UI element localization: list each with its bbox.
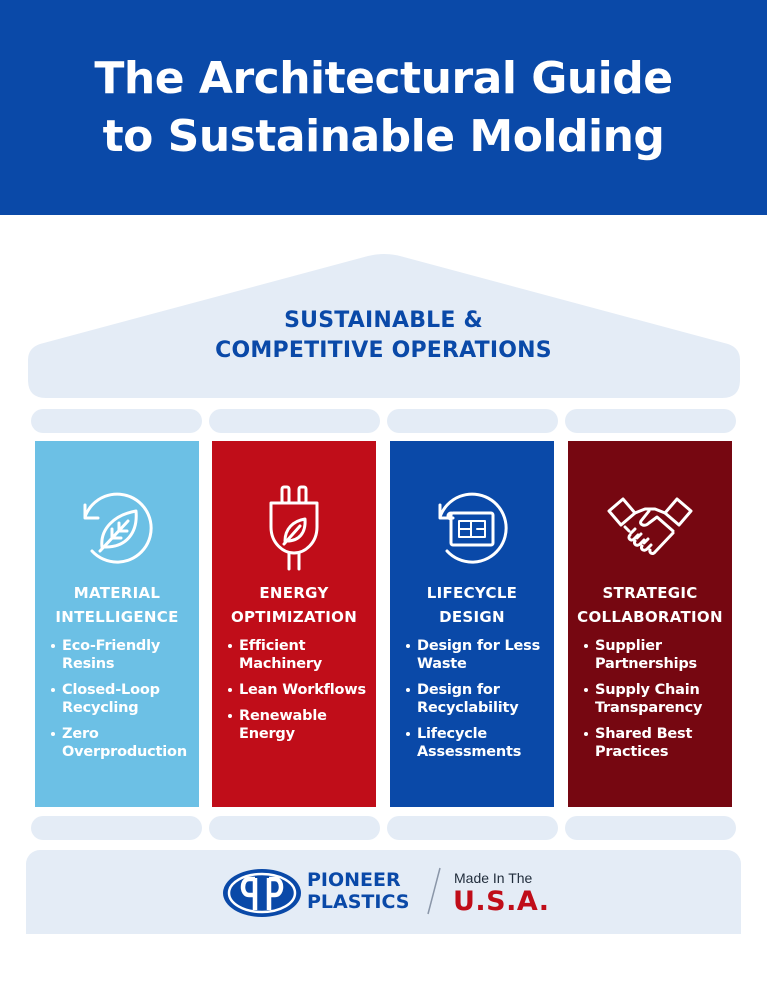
pillar-item: Lean Workflows	[228, 681, 378, 699]
foundation-footer	[26, 850, 741, 934]
pillar-item-list: Efficient Machinery Lean Workflows Renew…	[228, 637, 378, 751]
pillar-title-line-2: DESIGN	[439, 608, 505, 626]
pillar-item: Renewable Energy	[228, 707, 378, 743]
pillar-title: STRATEGIC COLLABORATION	[568, 581, 732, 629]
column-capital-2	[209, 409, 380, 433]
divider-slash	[427, 867, 441, 915]
leaf-cycle-icon	[83, 492, 153, 564]
roof-heading-line-1: SUSTAINABLE &	[284, 308, 483, 333]
pillar-title-line-1: STRATEGIC	[602, 584, 698, 602]
pillar-item: Supplier Partnerships	[584, 637, 734, 673]
page-title-line-2: to Sustainable Molding	[102, 110, 665, 162]
roof-heading: SUSTAINABLE & COMPETITIVE OPERATIONS	[120, 306, 647, 366]
pillar-item: Zero Overproduction	[51, 725, 201, 761]
pillar-title-line-2: OPTIMIZATION	[230, 608, 358, 626]
column-base-2	[209, 816, 380, 840]
pillar-title-line-1: ENERGY	[259, 584, 329, 602]
pillar-item: Efficient Machinery	[228, 637, 378, 673]
pillar-title-line-2: COLLABORATION	[577, 608, 723, 626]
pillar-title-line-2: INTELLIGENCE	[55, 608, 179, 626]
pillar-material-intelligence: MATERIAL INTELLIGENCE Eco-Friendly Resin…	[35, 441, 199, 807]
pillar-title-line-1: LIFECYCLE	[426, 584, 518, 602]
pillar-energy-optimization: ENERGY OPTIMIZATION Efficient Machinery …	[212, 441, 376, 807]
pillar-item: Lifecycle Assessments	[406, 725, 556, 761]
brand-name-line-1: PIONEER	[307, 869, 401, 891]
column-capital-3	[387, 409, 558, 433]
column-capital-4	[565, 409, 736, 433]
blueprint-cycle-icon	[438, 492, 508, 564]
handshake-icon	[607, 497, 693, 555]
brand-name-line-2: PLASTICS	[307, 891, 410, 913]
pioneer-plastics-logo-icon	[223, 869, 301, 917]
pillar-lifecycle-design: LIFECYCLE DESIGN Design for Less Waste D…	[390, 441, 554, 807]
column-base-3	[387, 816, 558, 840]
made-in-label: Made In The	[454, 870, 533, 886]
pillar-item: Eco-Friendly Resins	[51, 637, 201, 673]
column-capital-1	[31, 409, 202, 433]
brand-name: PIONEER PLASTICS	[307, 869, 409, 913]
header-banner: The Architectural Guide to Sustainable M…	[0, 0, 767, 215]
pillar-title: MATERIAL INTELLIGENCE	[35, 581, 199, 629]
roof-pediment	[28, 254, 740, 398]
page-title-line-1: The Architectural Guide	[94, 52, 673, 104]
pillar-item: Design for Less Waste	[406, 637, 556, 673]
roof-heading-line-2: COMPETITIVE OPERATIONS	[215, 338, 552, 363]
pillar-item: Supply Chain Transparency	[584, 681, 734, 717]
pillar-item: Closed-Loop Recycling	[51, 681, 201, 717]
pillar-item-list: Design for Less Waste Design for Recycla…	[406, 637, 556, 769]
pillar-title-line-1: MATERIAL	[73, 584, 161, 602]
pillar-item: Shared Best Practices	[584, 725, 734, 761]
pillar-title: ENERGY OPTIMIZATION	[212, 581, 376, 629]
pillar-strategic-collaboration: STRATEGIC COLLABORATION Supplier Partner…	[568, 441, 732, 807]
pillar-item: Design for Recyclability	[406, 681, 556, 717]
country-label: U.S.A.	[453, 886, 550, 917]
pillar-title: LIFECYCLE DESIGN	[390, 581, 554, 629]
column-base-1	[31, 816, 202, 840]
plug-leaf-icon	[269, 485, 319, 571]
pillar-item-list: Supplier Partnerships Supply Chain Trans…	[584, 637, 734, 769]
column-base-4	[565, 816, 736, 840]
pillar-item-list: Eco-Friendly Resins Closed-Loop Recyclin…	[51, 637, 201, 769]
